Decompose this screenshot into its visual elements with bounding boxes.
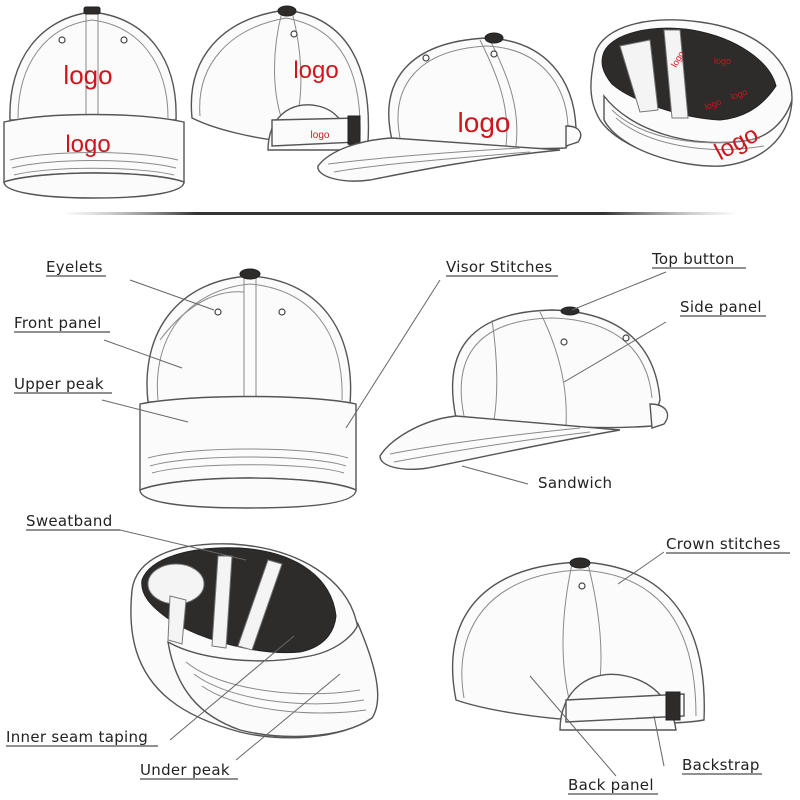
label-inner-seam-taping: Inner seam taping	[6, 728, 158, 747]
label-top-button: Top button	[651, 250, 746, 269]
anatomy-side-cap	[379, 306, 669, 470]
label-front-panel: Front panel	[14, 314, 110, 333]
svg-text:Side panel: Side panel	[680, 298, 762, 316]
section-divider	[60, 212, 740, 215]
leader-lines	[101, 271, 667, 777]
svg-text:Top button: Top button	[651, 250, 735, 268]
label-backstrap: Backstrap	[682, 756, 762, 775]
label-sweatband: Sweatband	[26, 512, 120, 531]
side-view-logo: logo	[458, 107, 511, 138]
svg-text:Upper peak: Upper peak	[14, 375, 104, 393]
svg-text:Back panel: Back panel	[568, 776, 654, 794]
front-crown-logo: logo	[63, 60, 112, 90]
front-view-cap: logo logo	[3, 6, 185, 199]
anatomy-underside-cap	[130, 543, 379, 739]
underside-view-cap: logo logo logo logo logo	[590, 19, 793, 167]
side-view-cap: logo	[317, 32, 582, 182]
label-sandwich: Sandwich	[538, 474, 612, 492]
label-crown-stitches: Crown stitches	[666, 535, 790, 554]
top-button-shape	[484, 32, 504, 44]
label-upper-peak: Upper peak	[14, 375, 112, 394]
anatomy-back-cap	[451, 557, 705, 731]
side-crown-logo: logo	[293, 57, 338, 84]
svg-text:Crown stitches: Crown stitches	[666, 535, 781, 553]
top-button-shape	[569, 557, 591, 569]
svg-text:Inner seam taping: Inner seam taping	[6, 728, 148, 746]
front-peak-logo: logo	[65, 131, 110, 158]
label-visor-stitches: Visor Stitches	[446, 258, 558, 277]
strap-buckle	[347, 115, 361, 145]
svg-text:Eyelets: Eyelets	[46, 258, 103, 276]
top-button-shape	[83, 6, 101, 15]
svg-text:Sandwich: Sandwich	[538, 474, 612, 492]
strap-buckle	[665, 691, 681, 721]
label-eyelets: Eyelets	[46, 258, 106, 277]
top-button-shape	[239, 268, 261, 280]
back-view-cap: logo logo	[190, 5, 370, 151]
inner-logo-2: logo	[714, 56, 731, 66]
top-button-shape	[277, 5, 297, 17]
anatomy-front-cap	[139, 268, 357, 509]
back-strap-logo: logo	[311, 130, 330, 141]
svg-text:Sweatband: Sweatband	[26, 512, 113, 530]
svg-text:Backstrap: Backstrap	[682, 756, 760, 774]
label-back-panel: Back panel	[568, 776, 658, 795]
svg-text:Front panel: Front panel	[14, 314, 102, 332]
svg-text:Under peak: Under peak	[140, 761, 230, 779]
svg-text:Visor Stitches: Visor Stitches	[446, 258, 552, 276]
label-under-peak: Under peak	[140, 761, 238, 780]
label-side-panel: Side panel	[680, 298, 766, 317]
